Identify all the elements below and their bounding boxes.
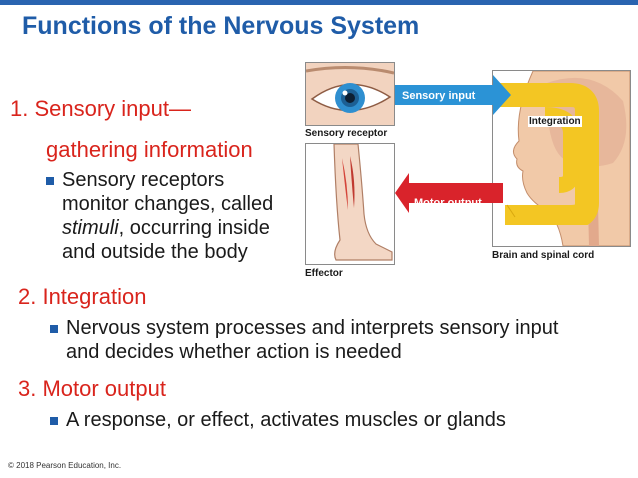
point-1-sub-line-2: monitor changes, called <box>62 193 274 215</box>
integration-label: Integration <box>528 116 582 127</box>
point-2-heading: 2. Integration <box>18 284 147 309</box>
bullet-square-icon <box>46 177 54 185</box>
brain-spinal-cord-label: Brain and spinal cord <box>492 250 595 261</box>
point-1-heading: 1. Sensory input— <box>10 96 191 121</box>
bullet-square-icon <box>50 417 58 425</box>
point-1-heading-cont: gathering information <box>46 137 253 162</box>
point-2-sub-line-1: Nervous system processes and interprets … <box>66 317 559 339</box>
point-1-sub: Sensory receptors monitor changes, calle… <box>62 168 302 264</box>
point-2-sub: Nervous system processes and interprets … <box>66 316 626 364</box>
point-3-sub: A response, or effect, activates muscles… <box>66 408 626 432</box>
effector-label: Effector <box>305 268 343 279</box>
eye-panel <box>305 62 395 126</box>
bullet-square-icon <box>50 325 58 333</box>
motor-output-label: Motor output <box>414 197 482 209</box>
top-accent-bar <box>0 0 638 5</box>
copyright-footer: © 2018 Pearson Education, Inc. <box>8 461 122 470</box>
point-3-heading: 3. Motor output <box>18 376 166 401</box>
sensory-input-arrow <box>395 75 511 115</box>
sensory-input-label: Sensory input <box>402 90 476 102</box>
slide-title: Functions of the Nervous System <box>22 12 420 40</box>
point-2-sub-line-2: and decides whether action is needed <box>66 341 402 363</box>
stimuli-term: stimuli <box>62 217 119 239</box>
leg-illustration-icon <box>333 144 393 261</box>
eye-illustration-icon <box>306 65 394 113</box>
motor-output-arrow <box>395 173 503 213</box>
sensory-receptor-label: Sensory receptor <box>305 128 388 139</box>
point-1-sub-line-1: Sensory receptors <box>62 169 225 191</box>
point-1-sub-line-3-rest: , occurring inside <box>118 217 270 239</box>
point-1-sub-line-4: and outside the body <box>62 241 248 263</box>
point-3-sub-line-1: A response, or effect, activates muscles… <box>66 409 506 431</box>
integration-arrow <box>495 83 599 225</box>
point-1-sub-line-3: stimuli, occurring inside <box>62 216 302 240</box>
leg-panel <box>305 143 395 265</box>
